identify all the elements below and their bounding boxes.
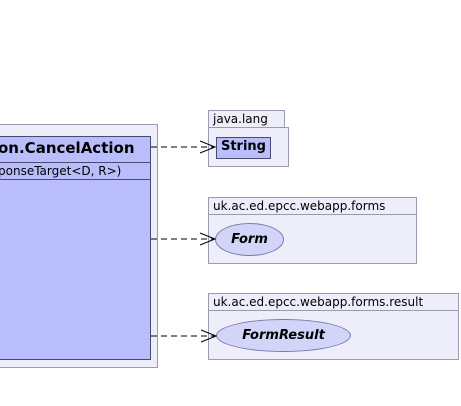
dependency-to-string: [151, 140, 217, 154]
main-class-interface-separator: [0, 179, 151, 180]
package-forms-tab: uk.ac.ed.epcc.webapp.forms: [208, 197, 417, 215]
main-class-title: on.CancelAction: [0, 139, 135, 157]
main-class-interface: ponseTarget<D, R>): [0, 164, 122, 178]
package-java-lang-tab: java.lang: [208, 110, 285, 128]
class-string[interactable]: String: [216, 137, 271, 159]
dependency-to-form: [151, 232, 217, 246]
interface-formresult[interactable]: FormResult: [216, 319, 351, 352]
interface-form[interactable]: Form: [215, 223, 284, 256]
main-class-box[interactable]: [0, 136, 151, 360]
dependency-to-formresult: [151, 329, 218, 343]
main-class-title-separator: [0, 162, 151, 163]
